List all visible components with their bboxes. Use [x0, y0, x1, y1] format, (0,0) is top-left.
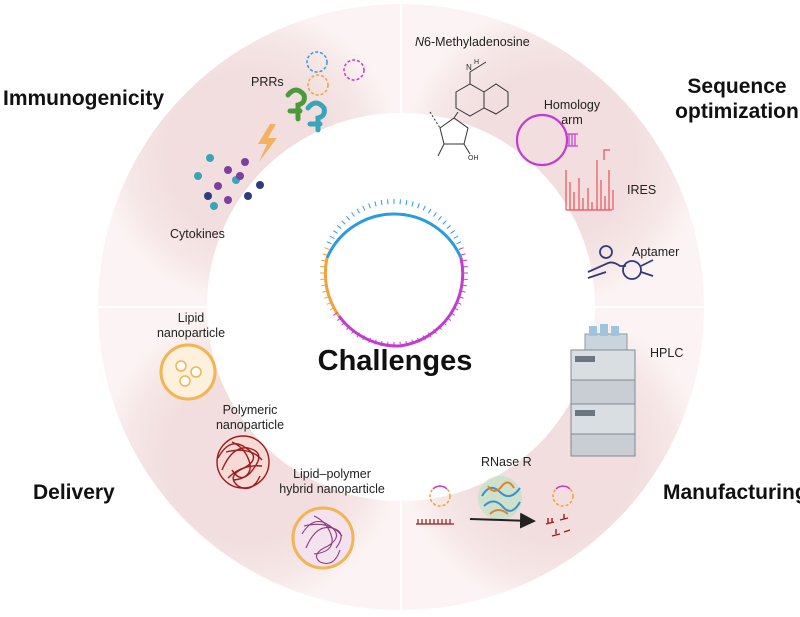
manufacturing-title: Manufacturing — [663, 481, 800, 505]
cytokine-dot — [256, 181, 264, 189]
immunogenicity-title: Immunogenicity — [3, 87, 164, 111]
lipid-nanoparticle-label-line1: Lipid — [152, 311, 230, 326]
ring-quadrants — [98, 4, 704, 610]
cytokine-dot — [244, 192, 252, 200]
polymeric-nanoparticle-icon — [216, 435, 270, 489]
polymeric-nanoparticle-label: Polymeric nanoparticle — [211, 403, 289, 433]
lipid-nanoparticle-label: Lipid nanoparticle — [152, 311, 230, 341]
aptamer-label: Aptamer — [632, 245, 679, 259]
sequence-optimization-title: Sequence optimization — [672, 74, 800, 124]
prrs-label: PRRs — [251, 75, 284, 89]
hplc-instrument-icon — [571, 324, 635, 456]
cytokine-dot — [194, 172, 202, 180]
hplc-label: HPLC — [650, 346, 683, 360]
m6a-atom-n: N — [466, 63, 472, 72]
cytokine-dot — [224, 196, 232, 204]
lipid-nanoparticle-icon — [161, 345, 215, 399]
center-ring-tick — [346, 216, 349, 220]
center-ring-tick — [324, 248, 329, 250]
m6a-label: N6-Methyladenosine — [415, 35, 530, 49]
center-ring-tick — [443, 221, 447, 225]
center-ring-tick — [330, 236, 334, 239]
cytokines-label: Cytokines — [170, 227, 225, 241]
homology-arm-label-line2: arm — [540, 113, 604, 128]
center-ring-tick — [447, 225, 451, 228]
lipid-nanoparticle-label-line2: nanoparticle — [152, 326, 230, 341]
center-ring-tick — [451, 231, 455, 234]
m6a-label-italic: N — [415, 35, 424, 49]
rnase-r-label: RNase R — [481, 455, 532, 469]
ires-label: IRES — [627, 183, 656, 197]
center-ring-tick — [459, 248, 464, 250]
homology-arm-label: Homology arm — [540, 98, 604, 128]
polymeric-nanoparticle-label-line1: Polymeric — [211, 403, 289, 418]
hybrid-nanoparticle-label-line1: Lipid–polymer — [270, 467, 394, 482]
center-title: Challenges — [300, 345, 490, 378]
center-ring-tick — [434, 212, 437, 216]
hybrid-nanoparticle-icon — [293, 508, 353, 568]
center-ring-tick — [438, 216, 441, 220]
center-circrna-ticks — [320, 199, 468, 347]
homology-arm-label-line1: Homology — [540, 98, 604, 113]
m6a-atom-oh: OH — [468, 155, 479, 162]
cytokine-dot — [236, 172, 244, 180]
center-ring-tick — [369, 203, 371, 208]
m6a-atom-h: H — [474, 59, 479, 66]
center-ring-tick — [429, 209, 432, 213]
center-ring-tick — [454, 236, 458, 239]
center-ring-tick — [323, 254, 328, 255]
polymeric-nanoparticle-label-line2: nanoparticle — [211, 418, 289, 433]
center-ring-tick — [406, 200, 407, 205]
sequence-optimization-title-line2: optimization — [672, 99, 800, 124]
cytokine-dot — [224, 166, 232, 174]
cytokine-dot — [204, 192, 212, 200]
center-ring-tick — [327, 242, 332, 244]
rnase-r-protein-icon — [478, 476, 522, 520]
center-ring-tick — [412, 202, 413, 207]
center-ring-tick — [375, 202, 376, 207]
center-ring-tick — [333, 231, 337, 234]
hybrid-nanoparticle-label-line2: hybrid nanoparticle — [270, 482, 394, 497]
center-ring-tick — [352, 212, 355, 216]
cytokine-dot — [206, 154, 214, 162]
center-ring-tick — [381, 200, 382, 205]
center-ring-tick — [363, 206, 365, 211]
center-ring-tick — [357, 209, 360, 213]
hybrid-nanoparticle-label: Lipid–polymer hybrid nanoparticle — [270, 467, 394, 497]
cytokine-dot — [214, 182, 222, 190]
center-ring-tick — [461, 254, 466, 255]
quadrant-sequence-optimization — [402, 4, 704, 306]
center-circrna-icon — [314, 193, 474, 353]
center-ring-tick — [342, 221, 346, 225]
quadrant-immunogenicity — [98, 4, 400, 306]
center-ring-tick — [418, 203, 420, 208]
center-ring-tick — [457, 242, 462, 244]
cytokine-dot — [241, 158, 249, 166]
delivery-title: Delivery — [33, 481, 115, 505]
cytokine-dot — [210, 202, 218, 210]
center-ring-tick — [423, 206, 425, 211]
center-ring-tick — [337, 225, 341, 228]
m6a-label-rest: 6-Methyladenosine — [424, 35, 530, 49]
sequence-optimization-title-line1: Sequence — [672, 74, 800, 99]
